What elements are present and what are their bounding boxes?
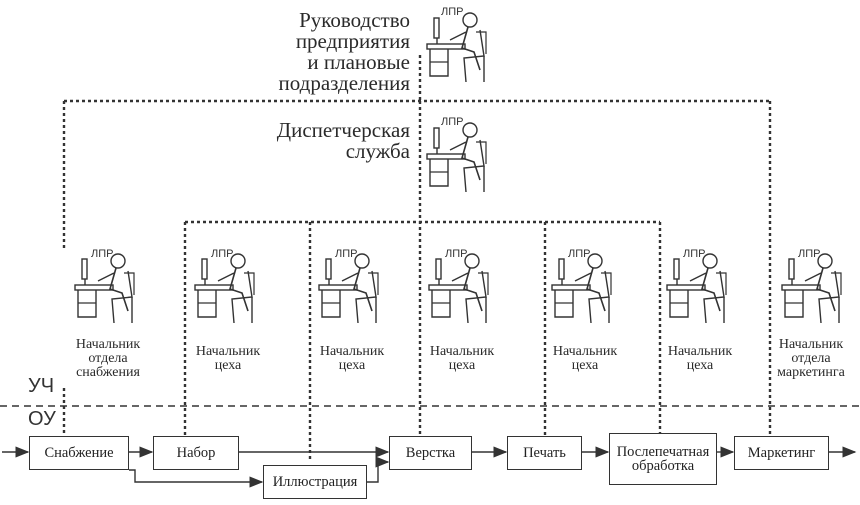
process-layout: Верстка [389,436,472,470]
process-typeset: Набор [153,436,239,470]
process-illustration: Иллюстрация [263,465,367,499]
shop-chief-icon-3 [428,253,489,324]
lpr-label-1: ЛПР [91,248,114,260]
lpr-label-6: ЛПР [683,248,706,260]
upper-level-label: УЧ [28,375,55,397]
lpr-label-3: ЛПР [335,248,358,260]
process-marketing: Маркетинг [734,436,829,470]
lpr-label-2: ЛПР [211,248,234,260]
process-flow [2,446,857,488]
shop-chief-icon-1 [194,253,255,324]
dispatch-lpr-label: ЛПР [441,116,464,128]
lpr-label-5: ЛПР [568,248,591,260]
management-links [62,55,772,462]
lower-level-label: ОУ [28,408,56,430]
lpr-label-7: ЛПР [798,248,821,260]
lpr-label-4: ЛПР [445,248,468,260]
top-manager-icon [426,12,487,83]
shop-chief-icon-4 [551,253,612,324]
dispatcher-icon [426,122,487,193]
top-lpr-label: ЛПР [441,6,464,18]
process-print: Печать [507,436,582,470]
supply-manager-icon [74,253,135,324]
shop-chief-icon-2 [318,253,379,324]
marketing-manager-icon [781,253,842,324]
shop-chief-icon-5 [666,253,727,324]
process-supply: Снабжение [29,436,129,470]
